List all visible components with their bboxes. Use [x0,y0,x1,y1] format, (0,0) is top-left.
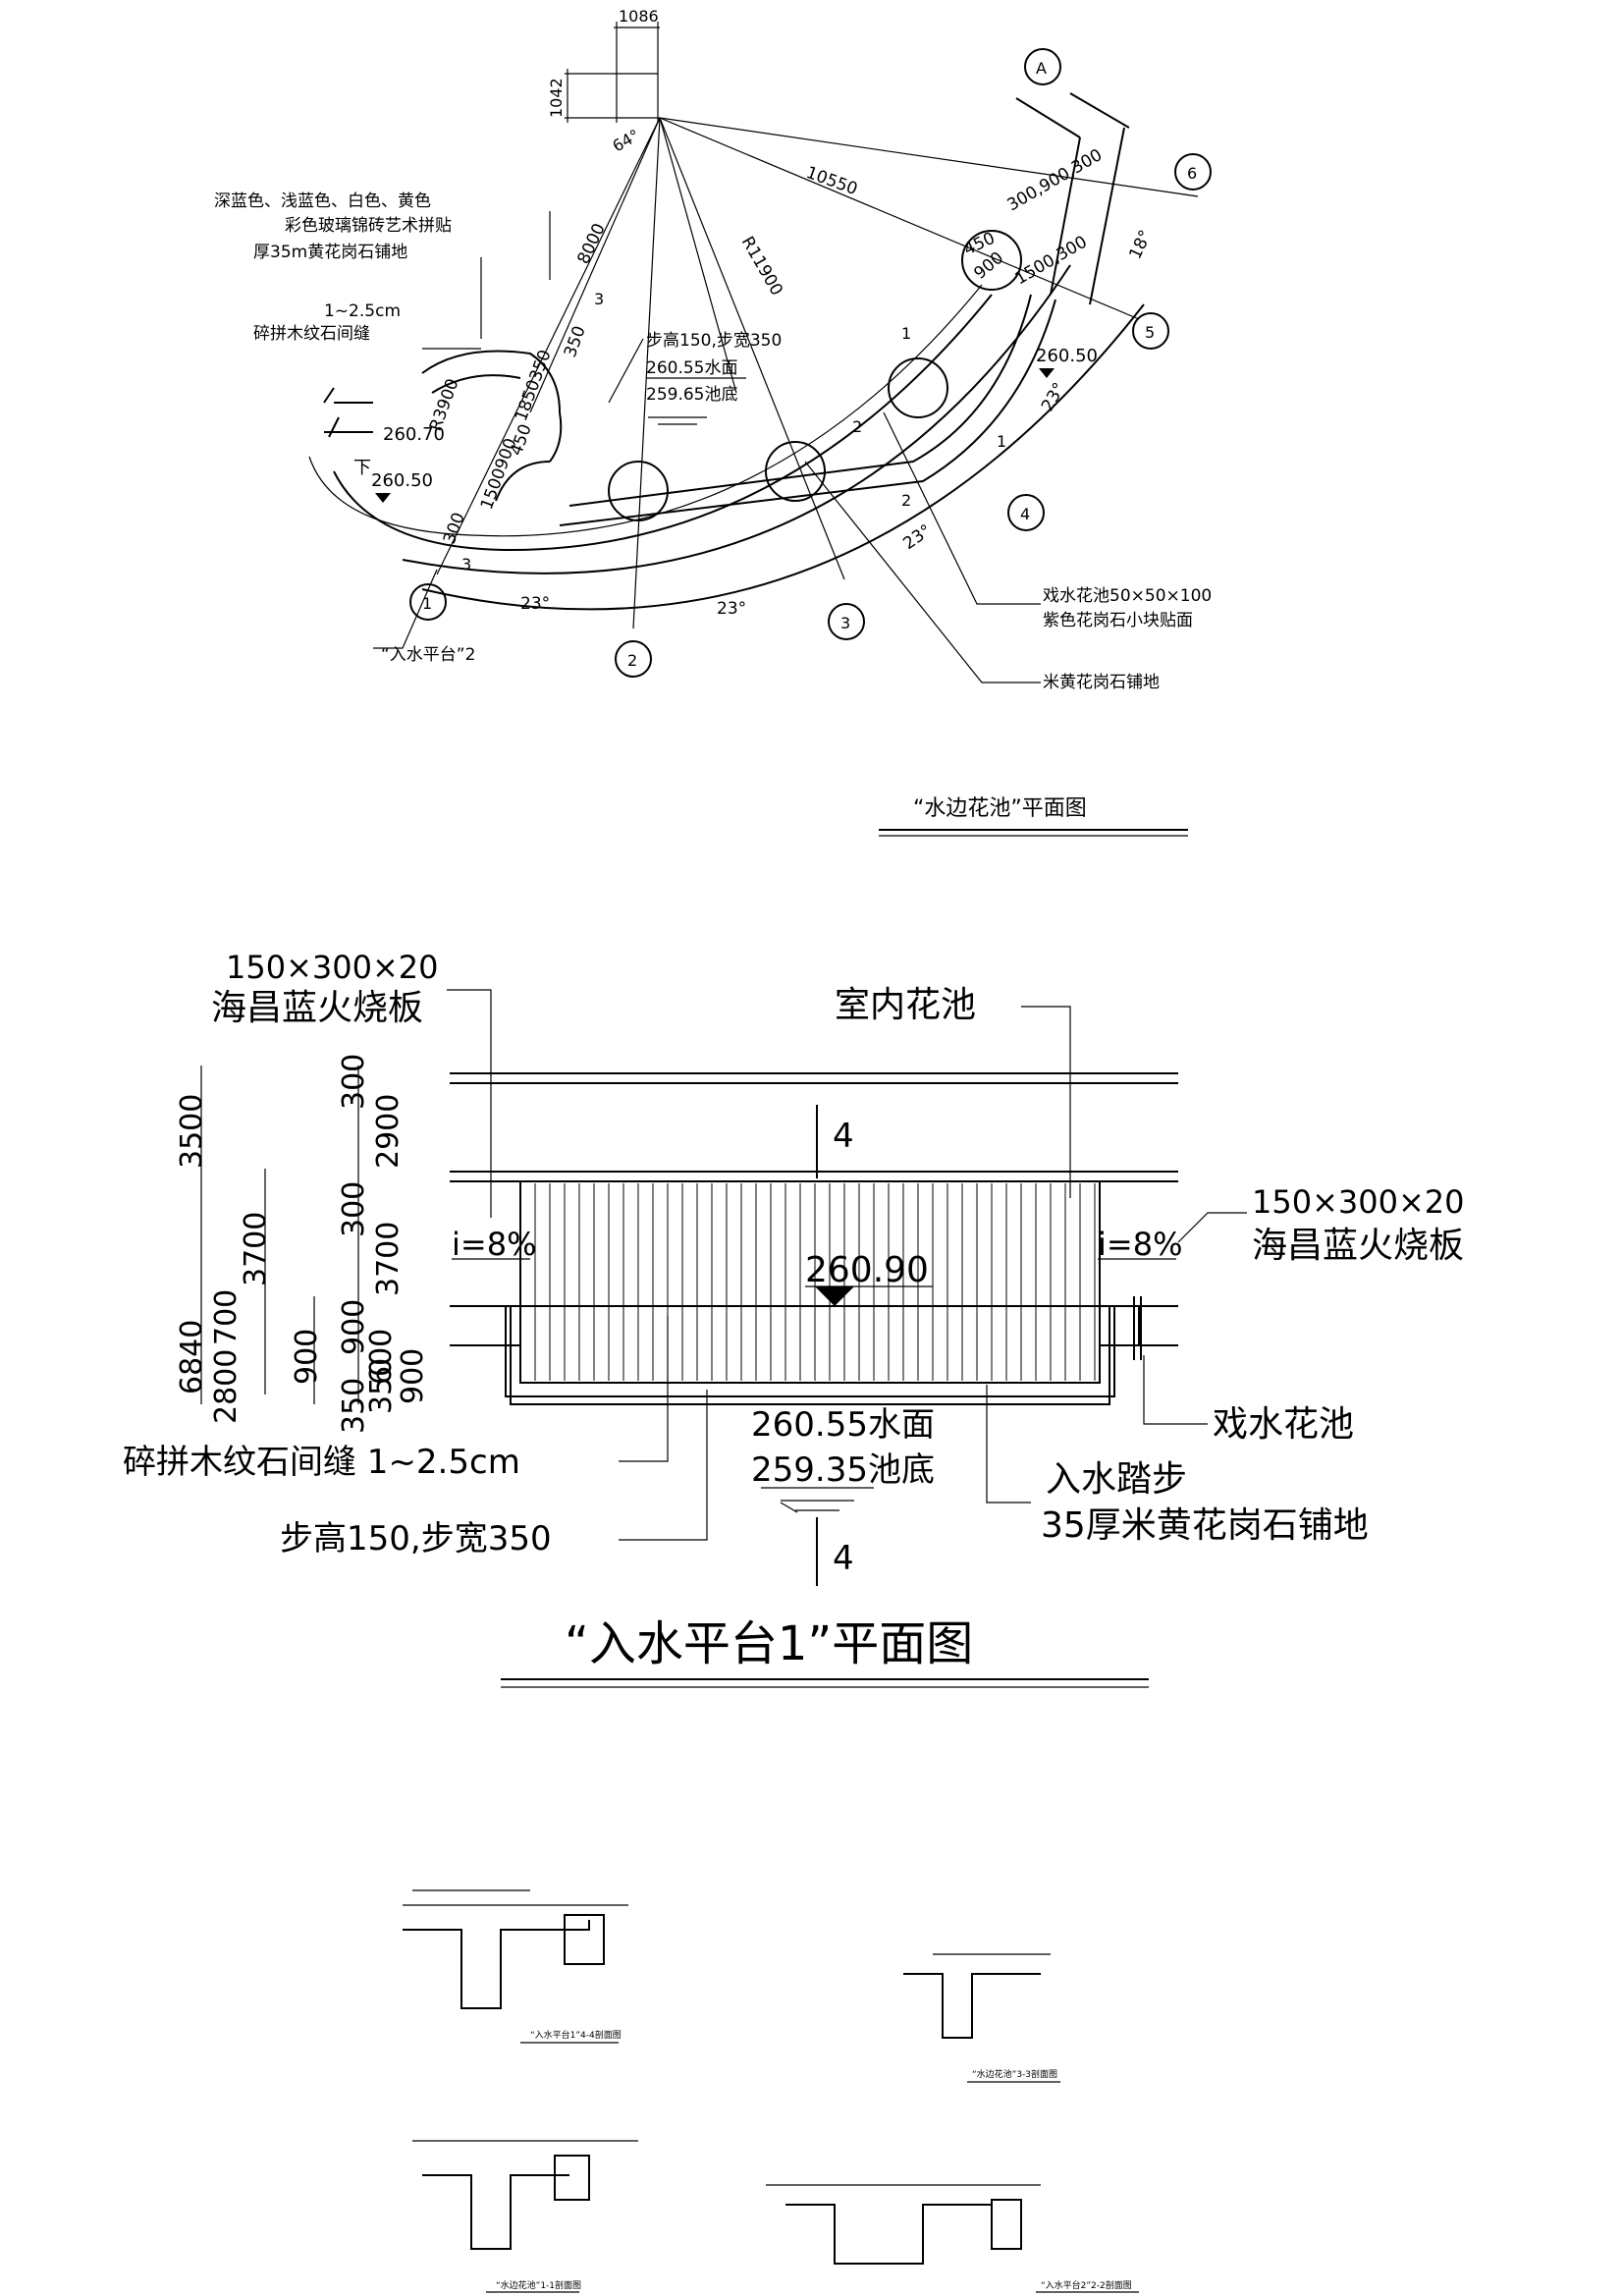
dim-23deg-d: 23° [1038,379,1069,414]
section-mark-4-top: 4 [833,1117,854,1156]
svg-text:5: 5 [1145,323,1155,342]
dim-1042: 1042 [547,78,566,118]
grid-bubble-4: 4 [1007,494,1045,531]
dim-1500-300: 1500,300 [1012,232,1091,289]
dim-300b: 300 [337,1181,371,1237]
dim-350: 350 [561,323,590,359]
dim-300a: 300 [337,1054,371,1110]
label-bottom: 259.65池底 [646,385,737,405]
elev-260-70: 260.70 [383,424,445,445]
section-detail-1-1: “水边花池”1-1剖面图 [412,2140,638,2293]
elev-260-50-left: 260.50 [371,470,433,491]
mark-3a: 3 [594,290,604,308]
label-step-size: 步高150,步宽350 [280,1519,552,1558]
dim-300: 300 [440,510,469,546]
dim-64deg: 64° [610,126,643,156]
label-gap-size: 1~2.5cm [324,301,401,321]
label-granite-35: 厚35m黄花岗石铺地 [253,243,407,262]
label-brick-size-top: 150×300×20 [226,949,439,986]
label-stone-gap: 碎拼木纹石间缝 1~2.5cm [123,1443,520,1482]
label-water: 260.55水面 [646,358,737,378]
dim-350b: 350 [364,1358,399,1414]
slope-right: i=8% [1098,1226,1182,1263]
section-detail-3-3: “水边花池”3-3剖面图 [903,1953,1060,2083]
mark-2b: 2 [901,491,911,510]
svg-text:6: 6 [1187,164,1197,183]
dim-900b: 900 [290,1329,324,1385]
mark-1a: 1 [901,324,911,343]
dim-2800: 2800 [209,1349,243,1424]
dim-10550: 10550 [803,163,860,199]
dim-600: 600 [364,1329,399,1385]
label-pool-size: 戏水花池50×50×100 [1043,586,1212,606]
slope-left: i=8% [452,1226,536,1263]
label-water-level: 260.55水面 [751,1405,935,1445]
plan2-title: “入水平台1”平面图 [565,1616,973,1671]
deck-boards [534,1183,1096,1381]
section-title-3-3: “水边花池”3-3剖面图 [972,2068,1057,2080]
label-beige-granite: 米黄花岗石铺地 [1043,673,1160,692]
mark-3b: 3 [461,555,471,574]
label-indoor-pool: 室内花池 [835,985,976,1025]
dim-r11900: R11900 [737,234,786,300]
label-pool-finish: 紫色花岗石小块贴面 [1043,611,1193,630]
mark-1b: 1 [997,432,1006,451]
label-mosaic-colors: 深蓝色、浅蓝色、白色、黄色 [214,191,431,211]
label-brick-name-top: 海昌蓝火烧板 [211,988,423,1028]
grid-bubble-5: 5 [1132,312,1169,350]
plan1-title: “水边花池”平面图 [913,796,1087,821]
section-detail-4-4: “入水平台1”4-4剖面图 [403,1889,628,2044]
dim-900c: 900 [396,1348,430,1404]
grid-bubble-3: 3 [828,603,865,640]
plan-waterside-pool: 1086 1042 64° 10550 R11900 8000 A 6 [214,7,1212,837]
label-play-pool: 戏水花池 [1213,1404,1354,1445]
label-brick-name-right: 海昌蓝火烧板 [1252,1226,1464,1266]
label-brick-size-right: 150×300×20 [1252,1183,1465,1221]
section-title-1-1: “水边花池”1-1剖面图 [496,2279,581,2291]
plan-entry-platform-1: 3500 300 2900 6840 3700 300 3700 700 900… [123,949,1465,1688]
dim-6840: 6840 [175,1320,209,1394]
dim-2900: 2900 [371,1094,406,1169]
dim-23deg-c: 23° [899,520,935,554]
label-platform-2: “入水平台”2 [381,645,475,665]
grid-bubble-1: 1 [409,583,447,621]
section-title-4-4: “入水平台1”4-4剖面图 [530,2029,622,2041]
label-pool-bottom: 259.35池底 [751,1450,935,1490]
grid-bubble-6: 6 [1174,153,1212,191]
label-entry-steps: 入水踏步 [1046,1459,1187,1500]
elev-down: 下 [353,458,371,478]
section-detail-2-2: “入水平台2”2-2剖面图 [766,2184,1139,2293]
dim-700: 700 [209,1289,243,1345]
svg-text:3: 3 [840,614,850,632]
svg-text:A: A [1036,59,1047,78]
dim-23deg-b: 23° [717,599,746,619]
section-title-2-2: “入水平台2”2-2剖面图 [1041,2279,1132,2291]
label-beige-granite-35: 35厚米黄花岗石铺地 [1041,1505,1369,1546]
section-mark-4-bottom: 4 [833,1539,854,1578]
grid-bubble-2: 2 [615,640,652,678]
dim-3500: 3500 [175,1094,209,1169]
dim-900a: 900 [337,1299,371,1355]
svg-text:4: 4 [1020,505,1030,523]
elev-260-90: 260.90 [805,1250,929,1290]
mark-2a: 2 [852,417,862,436]
dim-1086: 1086 [619,7,659,26]
svg-text:2: 2 [627,651,637,670]
dim-3700a: 3700 [239,1212,273,1286]
svg-text:1: 1 [422,594,432,613]
dim-3700b: 3700 [371,1222,406,1296]
dim-18deg: 18° [1125,227,1156,262]
label-step: 步高150,步宽350 [646,331,782,351]
elev-260-50-right: 260.50 [1036,346,1098,366]
grid-bubble-a: A [1024,48,1061,85]
dim-350a: 350 [337,1378,371,1434]
label-mosaic-art: 彩色玻璃锦砖艺术拼贴 [285,216,452,236]
dim-1850-350: 1850350 [512,348,556,424]
label-gap-stone: 碎拼木纹石间缝 [253,324,370,344]
dim-23deg-a: 23° [520,594,550,614]
